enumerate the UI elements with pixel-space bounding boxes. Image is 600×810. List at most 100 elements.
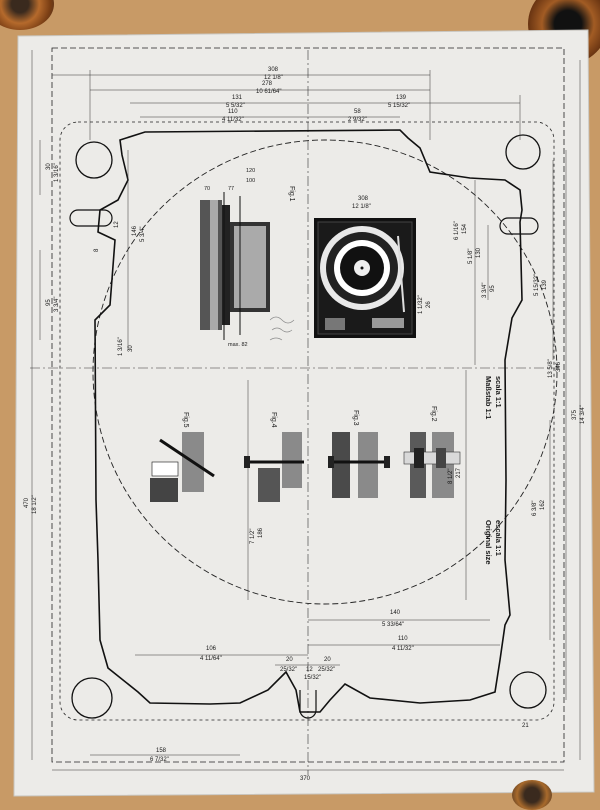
- slot-bottom: [299, 690, 317, 719]
- fig1-dim-70: 70: [204, 186, 210, 192]
- dim-bottom-140-inch: 5 33/64": [382, 622, 404, 628]
- dim-right-375-inch: 14 3/4": [580, 405, 586, 424]
- right-dimension-lines: [465, 60, 581, 760]
- dim-top-110: 110: [228, 109, 238, 115]
- slot-right: [499, 217, 539, 235]
- dim-bottom-12-inch: 15/32": [304, 675, 321, 681]
- dim-left-470: 470: [24, 497, 30, 508]
- corner-hole-top-left: [75, 141, 113, 179]
- dim-top-58: 58: [354, 109, 361, 115]
- copper-coil-bottom-right: [512, 780, 552, 810]
- fig5-label: Fig.5: [182, 412, 189, 428]
- dim-right-375: 375: [572, 409, 578, 420]
- fig2-mounting-screw: [403, 432, 461, 498]
- fig1-dim-308: 308: [358, 196, 369, 202]
- dim-bottom-106: 106: [206, 646, 217, 652]
- dim-top-58-inch: 2 9/32": [348, 117, 367, 123]
- dim-right-217-inch: 8 1/2": [448, 469, 454, 484]
- fig5-mounting-screw: [150, 432, 215, 502]
- fig1-turntable-top-view: [314, 218, 416, 338]
- fig1-dim-100: 100: [246, 178, 255, 184]
- corner-hole-top-right: [505, 134, 541, 170]
- platter-circle: [92, 139, 558, 605]
- dim-right-162: 162: [540, 499, 546, 510]
- dim-right-26-inch: 1 1/32": [418, 295, 424, 314]
- dim-top-131: 131: [232, 95, 243, 101]
- dim-bottom-20b-inch: 25/32": [318, 667, 335, 673]
- dim-left-30b: 30: [128, 345, 134, 352]
- dim-top-278-inch: 10 61/64": [256, 89, 282, 95]
- dim-top-308-inch: 12 1/8": [264, 75, 283, 81]
- dim-right-26: 26: [426, 301, 432, 308]
- scale-label-it: scala 1:1: [494, 376, 503, 408]
- dim-bottom-110-inch: 4 11/32": [392, 646, 414, 652]
- cutout-outline: [94, 129, 523, 713]
- fig3-mounting-screw: [328, 432, 390, 498]
- dim-right-95: 95: [490, 285, 496, 292]
- dim-top-139: 139: [396, 95, 407, 101]
- paper-sheet: [13, 29, 595, 797]
- dim-left-12: 12: [114, 221, 120, 228]
- dim-top-131-inch: 5 5/32": [226, 103, 245, 109]
- dim-bottom-20a-inch: 25/32": [280, 667, 297, 673]
- dim-left-470-inch: 18 1/2": [32, 495, 38, 514]
- bottom-dimension-lines: [52, 380, 564, 771]
- dim-left-146-inch: 5 3/4": [140, 227, 146, 242]
- fig1-dim-77: 77: [228, 186, 234, 192]
- dim-right-162-inch: 6 3/8": [532, 501, 538, 516]
- dim-right-346: 346: [556, 361, 562, 372]
- fig4-label: Fig.4: [270, 412, 277, 428]
- dim-right-130-inch: 5 1/8": [468, 249, 474, 264]
- scale-label-es: escala 1:1: [494, 520, 503, 556]
- dim-bottom-370: 370: [300, 776, 311, 782]
- dim-right-346-inch: 13 5/8": [548, 359, 554, 378]
- fig1-dim-308-inch: 12 1/8": [352, 204, 371, 210]
- dim-top-278: 278: [262, 81, 273, 87]
- slot-left: [69, 209, 113, 227]
- dim-bottom-186: 186: [258, 527, 264, 538]
- scale-label-en: Original size: [484, 520, 493, 565]
- dim-bottom-186-inch: 7 1/2": [250, 529, 256, 544]
- dim-bottom-20b: 20: [324, 657, 331, 663]
- dim-left-146: 146: [132, 225, 138, 236]
- corner-hole-bottom-right: [509, 671, 547, 709]
- dim-left-30b-inch: 1 3/16": [118, 337, 124, 356]
- pencil-scribble: [269, 316, 295, 341]
- top-dimension-lines: [52, 70, 521, 140]
- left-dimension-lines: [31, 50, 129, 760]
- dim-top-139-inch: 5 15/32": [388, 103, 410, 109]
- dim-left-95: 95: [46, 299, 52, 306]
- dim-bottom-106-inch: 4 11/64": [200, 656, 222, 662]
- dim-bottom-158: 158: [156, 748, 167, 754]
- dim-left-30-inch: 1 3/16": [54, 163, 60, 182]
- dim-right-139-inch: 5 15/32": [534, 274, 540, 296]
- dim-bottom-110: 110: [398, 636, 408, 642]
- fig1-label: Fig.1: [288, 186, 295, 202]
- dim-right-139: 139: [542, 279, 548, 290]
- inner-dashed-frame: [59, 121, 555, 721]
- fig1-turntable-side-view: [200, 192, 270, 340]
- dim-right-95-inch: 3 3/4": [482, 283, 488, 298]
- dim-right-154: 154: [462, 223, 468, 234]
- dim-right-21: 21: [522, 723, 529, 729]
- dim-bottom-12: 12: [306, 667, 313, 673]
- dim-right-154-inch: 6 1/16": [454, 221, 460, 240]
- dim-top-308: 308: [268, 67, 279, 73]
- fig3-label: Fig.3: [352, 410, 359, 426]
- scale-label-de: Maßstab 1:1: [484, 376, 493, 419]
- dim-right-217: 217: [456, 467, 462, 478]
- dim-top-110-inch: 4 11/32": [222, 117, 244, 123]
- fig1-dim-120: 120: [246, 168, 255, 174]
- dim-bottom-140: 140: [390, 610, 401, 616]
- dim-bottom-20a: 20: [286, 657, 293, 663]
- dim-bottom-158-inch: 6 7/32": [150, 757, 169, 763]
- fig2-label: Fig.2: [430, 406, 437, 422]
- dim-left-95-inch: 3 3/4": [54, 297, 60, 312]
- fig1-dim-max82: max. 82: [228, 342, 248, 348]
- dim-left-30: 30: [46, 163, 52, 170]
- dim-left-8: 8: [94, 248, 100, 252]
- corner-hole-bottom-left: [71, 677, 113, 719]
- fig4-mounting-screw: [244, 432, 304, 502]
- dim-right-130: 130: [476, 247, 482, 258]
